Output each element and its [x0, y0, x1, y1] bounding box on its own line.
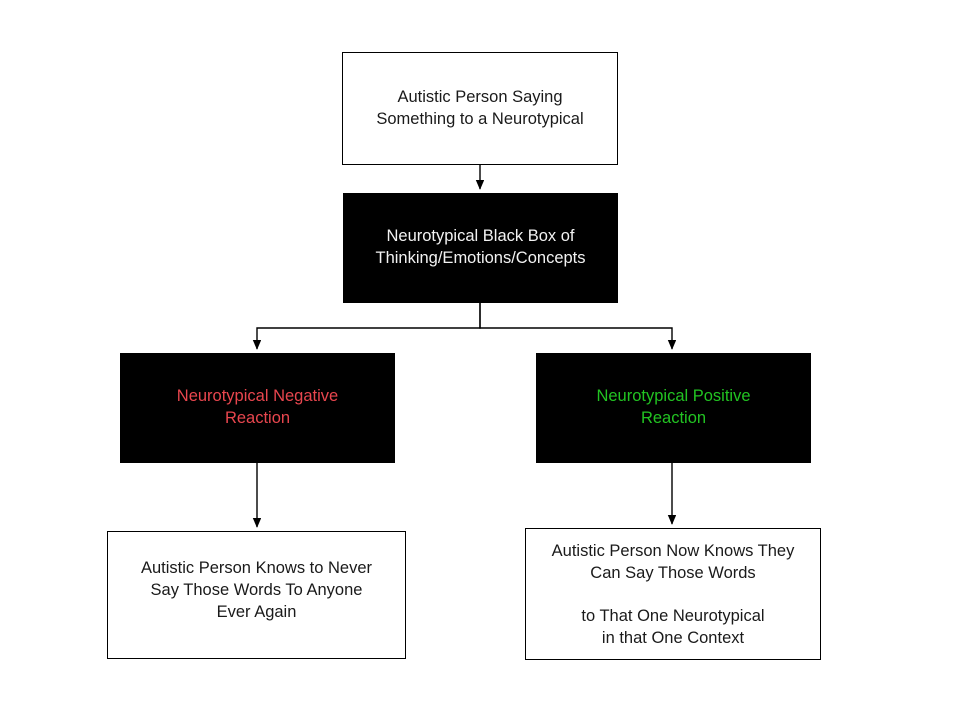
node-positive-outcome: Autistic Person Now Knows They Can Say T…	[525, 528, 821, 660]
node-negative-outcome-line-1: Autistic Person Knows to Never	[140, 559, 373, 577]
edge-blackbox-to-negative	[252, 303, 481, 350]
node-neurotypical-black-box: Neurotypical Black Box of Thinking/Emoti…	[343, 193, 618, 303]
node-positive-outcome-line-5: in that One Context	[601, 629, 745, 648]
node-positive-outcome-line-4: to That One Neurotypical	[581, 607, 765, 626]
node-negative-outcome-line-2: Say Those Words To Anyone	[150, 580, 363, 599]
node-source-line-1: Autistic Person Saying	[397, 87, 563, 106]
node-positive-outcome-line-1: Autistic Person Now Knows They	[551, 542, 795, 560]
node-positive-line-1: Neurotypical Positive	[596, 387, 751, 406]
node-positive-outcome-line-2: Can Say Those Words	[590, 563, 756, 582]
node-positive-line-2: Reaction	[640, 409, 707, 427]
node-negative-line-1: Neurotypical Negative	[176, 387, 339, 406]
node-negative-outcome: Autistic Person Knows to Never Say Those…	[107, 531, 406, 659]
node-neurotypical-negative-reaction: Neurotypical Negative Reaction	[120, 353, 395, 463]
node-source-line-2: Something to a Neurotypical	[376, 109, 584, 128]
node-negative-outcome-line-3: Ever Again	[216, 602, 297, 621]
edge-blackbox-to-positive	[479, 303, 677, 350]
node-autistic-person-saying: Autistic Person Saying Something to a Ne…	[342, 52, 618, 165]
node-blackbox-line-2: Thinking/Emotions/Concepts	[375, 249, 586, 267]
node-negative-line-2: Reaction	[224, 409, 291, 427]
node-blackbox-line-1: Neurotypical Black Box of	[386, 227, 575, 246]
node-neurotypical-positive-reaction: Neurotypical Positive Reaction	[536, 353, 811, 463]
